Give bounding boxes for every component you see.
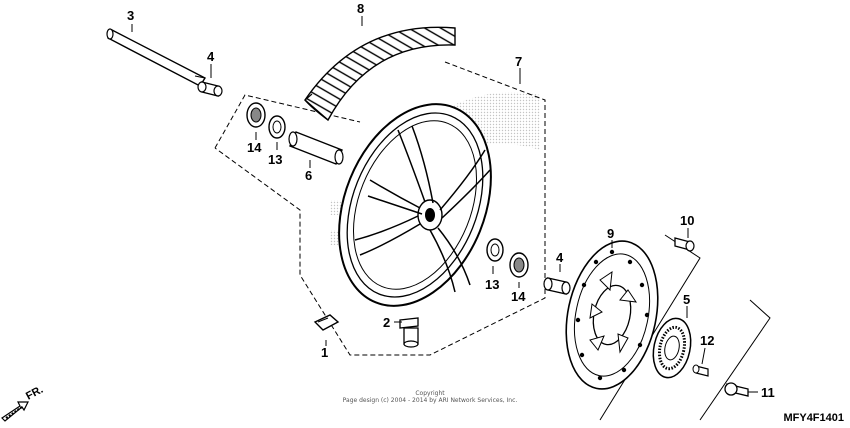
tire xyxy=(304,26,456,122)
pulser-bolt xyxy=(724,382,749,397)
distance-collar xyxy=(288,131,344,165)
callout-3: 3 xyxy=(127,8,134,23)
callout-5: 5 xyxy=(683,292,690,307)
callout-9: 9 xyxy=(607,226,614,241)
bearing-right xyxy=(509,252,529,278)
callout-4-left: 4 xyxy=(207,49,215,64)
side-collar-left xyxy=(197,81,223,97)
callout-10: 10 xyxy=(680,213,694,228)
callout-2: 2 xyxy=(383,315,390,330)
front-direction-arrow xyxy=(1,401,29,422)
copyright-notice: Copyright Page design (c) 2004 - 2014 by… xyxy=(300,390,560,404)
callout-13-right: 13 xyxy=(485,277,499,292)
callout-12: 12 xyxy=(700,333,714,348)
callout-13-left: 13 xyxy=(268,152,282,167)
pulser-screw xyxy=(692,364,709,377)
callout-14-right: 14 xyxy=(511,289,526,304)
brake-disc xyxy=(565,240,659,390)
front-wheel xyxy=(338,103,492,307)
callout-8: 8 xyxy=(357,1,364,16)
diagram-code: MFY4F1401 xyxy=(783,412,844,424)
copyright-line-2: Page design (c) 2004 - 2014 by ARI Netwo… xyxy=(342,397,518,404)
callout-7: 7 xyxy=(515,54,522,69)
balance-weight xyxy=(313,314,340,331)
dust-seal-left xyxy=(268,115,286,139)
copyright-line-1: Copyright xyxy=(415,390,445,397)
leader-lines xyxy=(131,16,758,393)
pulser-ring xyxy=(652,317,692,379)
bearing-left xyxy=(246,102,266,128)
front-axle xyxy=(106,28,206,87)
callout-14-left: 14 xyxy=(247,140,262,155)
callout-4-right: 4 xyxy=(556,250,564,265)
callout-11: 11 xyxy=(761,385,775,400)
callout-numbers: 1 2 3 4 4 5 6 7 8 9 10 11 12 13 13 14 14 xyxy=(127,1,775,400)
callout-1: 1 xyxy=(321,345,328,360)
dust-seal-right xyxy=(486,238,504,262)
side-collar-right xyxy=(543,277,571,295)
callout-6: 6 xyxy=(305,168,312,183)
disc-bolt xyxy=(674,237,695,252)
air-valve xyxy=(399,317,419,348)
